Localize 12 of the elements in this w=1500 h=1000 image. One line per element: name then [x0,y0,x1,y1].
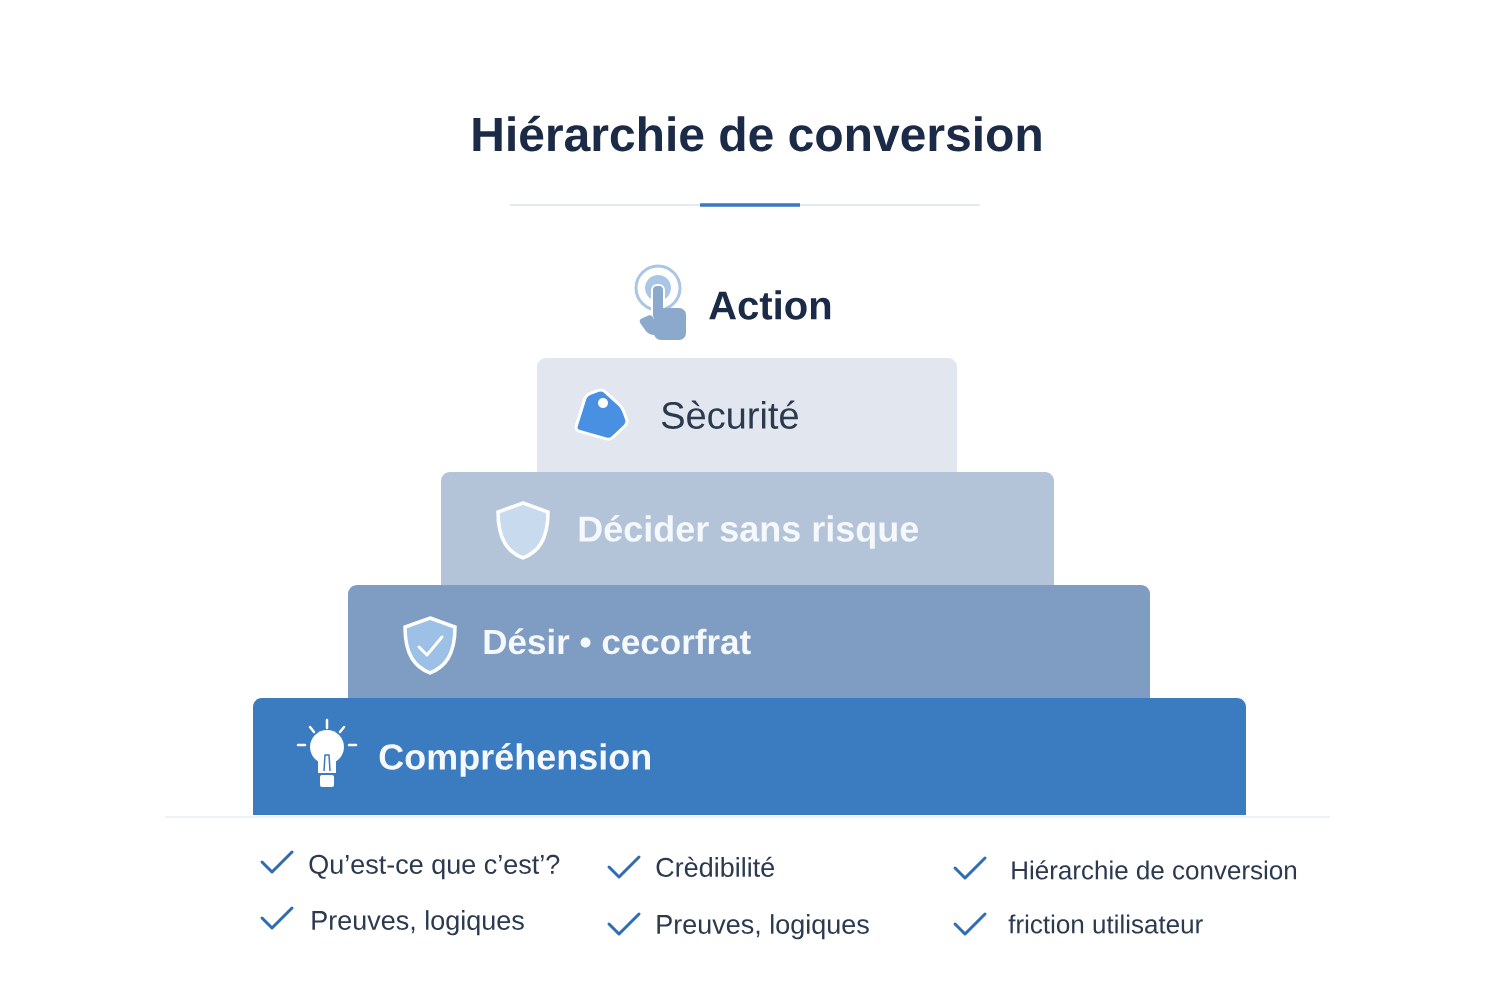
heading: Action [709,290,831,320]
list-item: Crèdibilité [656,856,775,877]
list-item: Preuves, logiques [312,910,524,936]
list-item: Preuves, logiques [657,914,869,940]
list-item: Hiérarchie de conversion [1012,860,1296,880]
list-item: Qu’est-ce que c’est’? [309,854,560,880]
tier-box: Sècurité [537,358,957,472]
title: Hiérarchie de conversion [473,115,1041,152]
tier-box: Désir • cecorfrat [348,585,1150,698]
tier-box: Compréhension [253,698,1246,815]
list-item: friction utilisateur [1008,914,1203,934]
tier-box: Décider sans risque [441,472,1054,585]
